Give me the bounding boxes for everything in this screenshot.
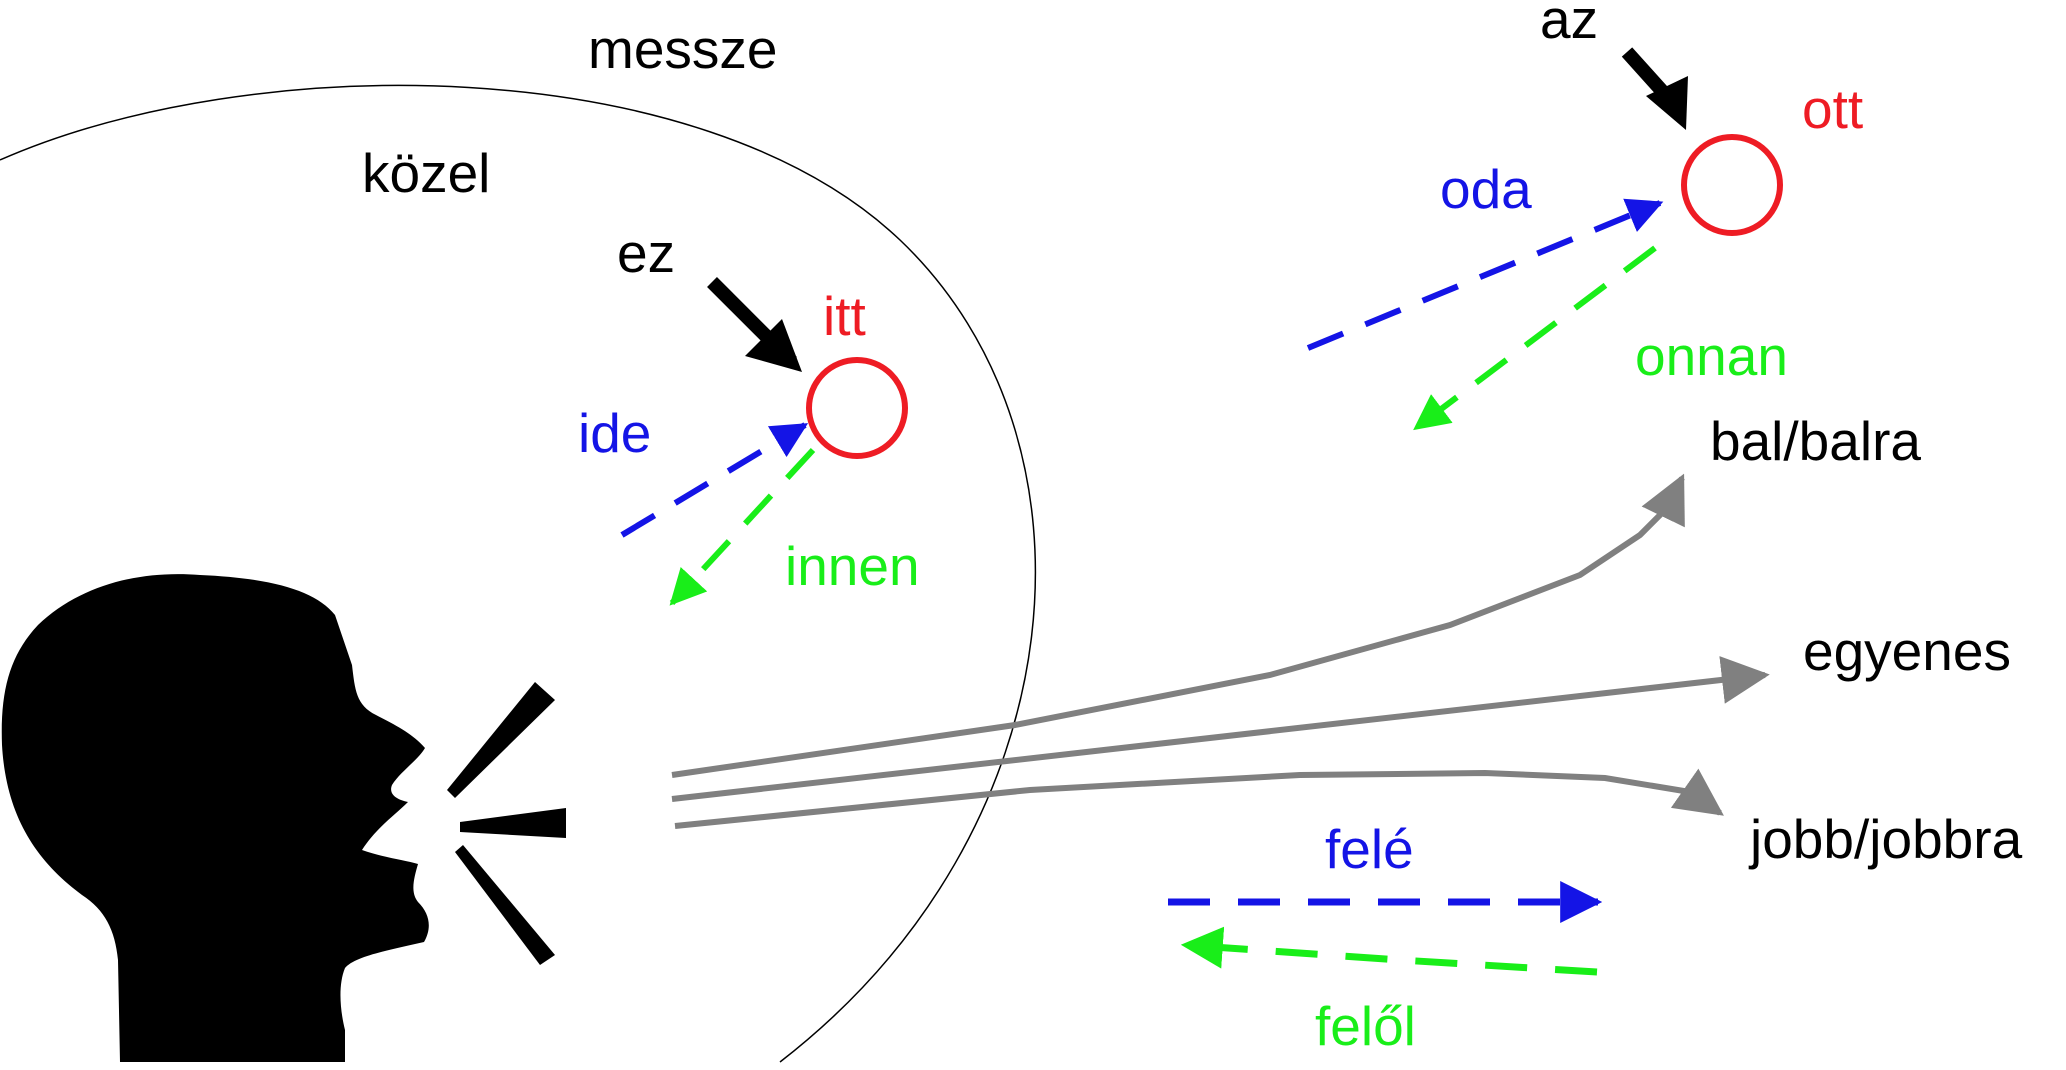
felol-label: felől bbox=[1315, 995, 1416, 1057]
onnan-label: onnan bbox=[1635, 325, 1788, 387]
onnan-arrow bbox=[1413, 245, 1657, 431]
ott-label: ott bbox=[1802, 78, 1863, 140]
near-zone-boundary bbox=[0, 84, 1037, 1063]
jobb-label: jobb/jobbra bbox=[1748, 808, 2023, 870]
egyenes-line bbox=[671, 656, 1770, 802]
az-arrowhead bbox=[1646, 76, 1688, 130]
innen-label: innen bbox=[785, 535, 920, 597]
sound-wave-icon bbox=[447, 682, 566, 965]
felol-arrow bbox=[1180, 926, 1598, 976]
itt-circle bbox=[806, 357, 908, 459]
bal-label: bal/balra bbox=[1710, 410, 1921, 472]
oda-arrow bbox=[1306, 198, 1664, 351]
ide-arrow bbox=[620, 422, 809, 538]
jobb-line bbox=[674, 768, 1724, 829]
ott-circle bbox=[1681, 134, 1783, 236]
ez-arrowhead bbox=[745, 319, 802, 372]
ide-label: ide bbox=[578, 402, 651, 464]
kozel-label: közel bbox=[362, 142, 490, 204]
speaking-head-icon bbox=[1, 574, 429, 1062]
bal-line bbox=[671, 473, 1685, 778]
egyenes-label: egyenes bbox=[1803, 620, 2011, 682]
fele-label: felé bbox=[1325, 818, 1414, 880]
itt-label: itt bbox=[823, 285, 866, 347]
az-label: az bbox=[1540, 0, 1598, 50]
innen-arrow bbox=[669, 447, 816, 606]
messze-label: messze bbox=[588, 18, 778, 80]
ez-label: ez bbox=[617, 222, 675, 284]
oda-label: oda bbox=[1440, 158, 1532, 220]
